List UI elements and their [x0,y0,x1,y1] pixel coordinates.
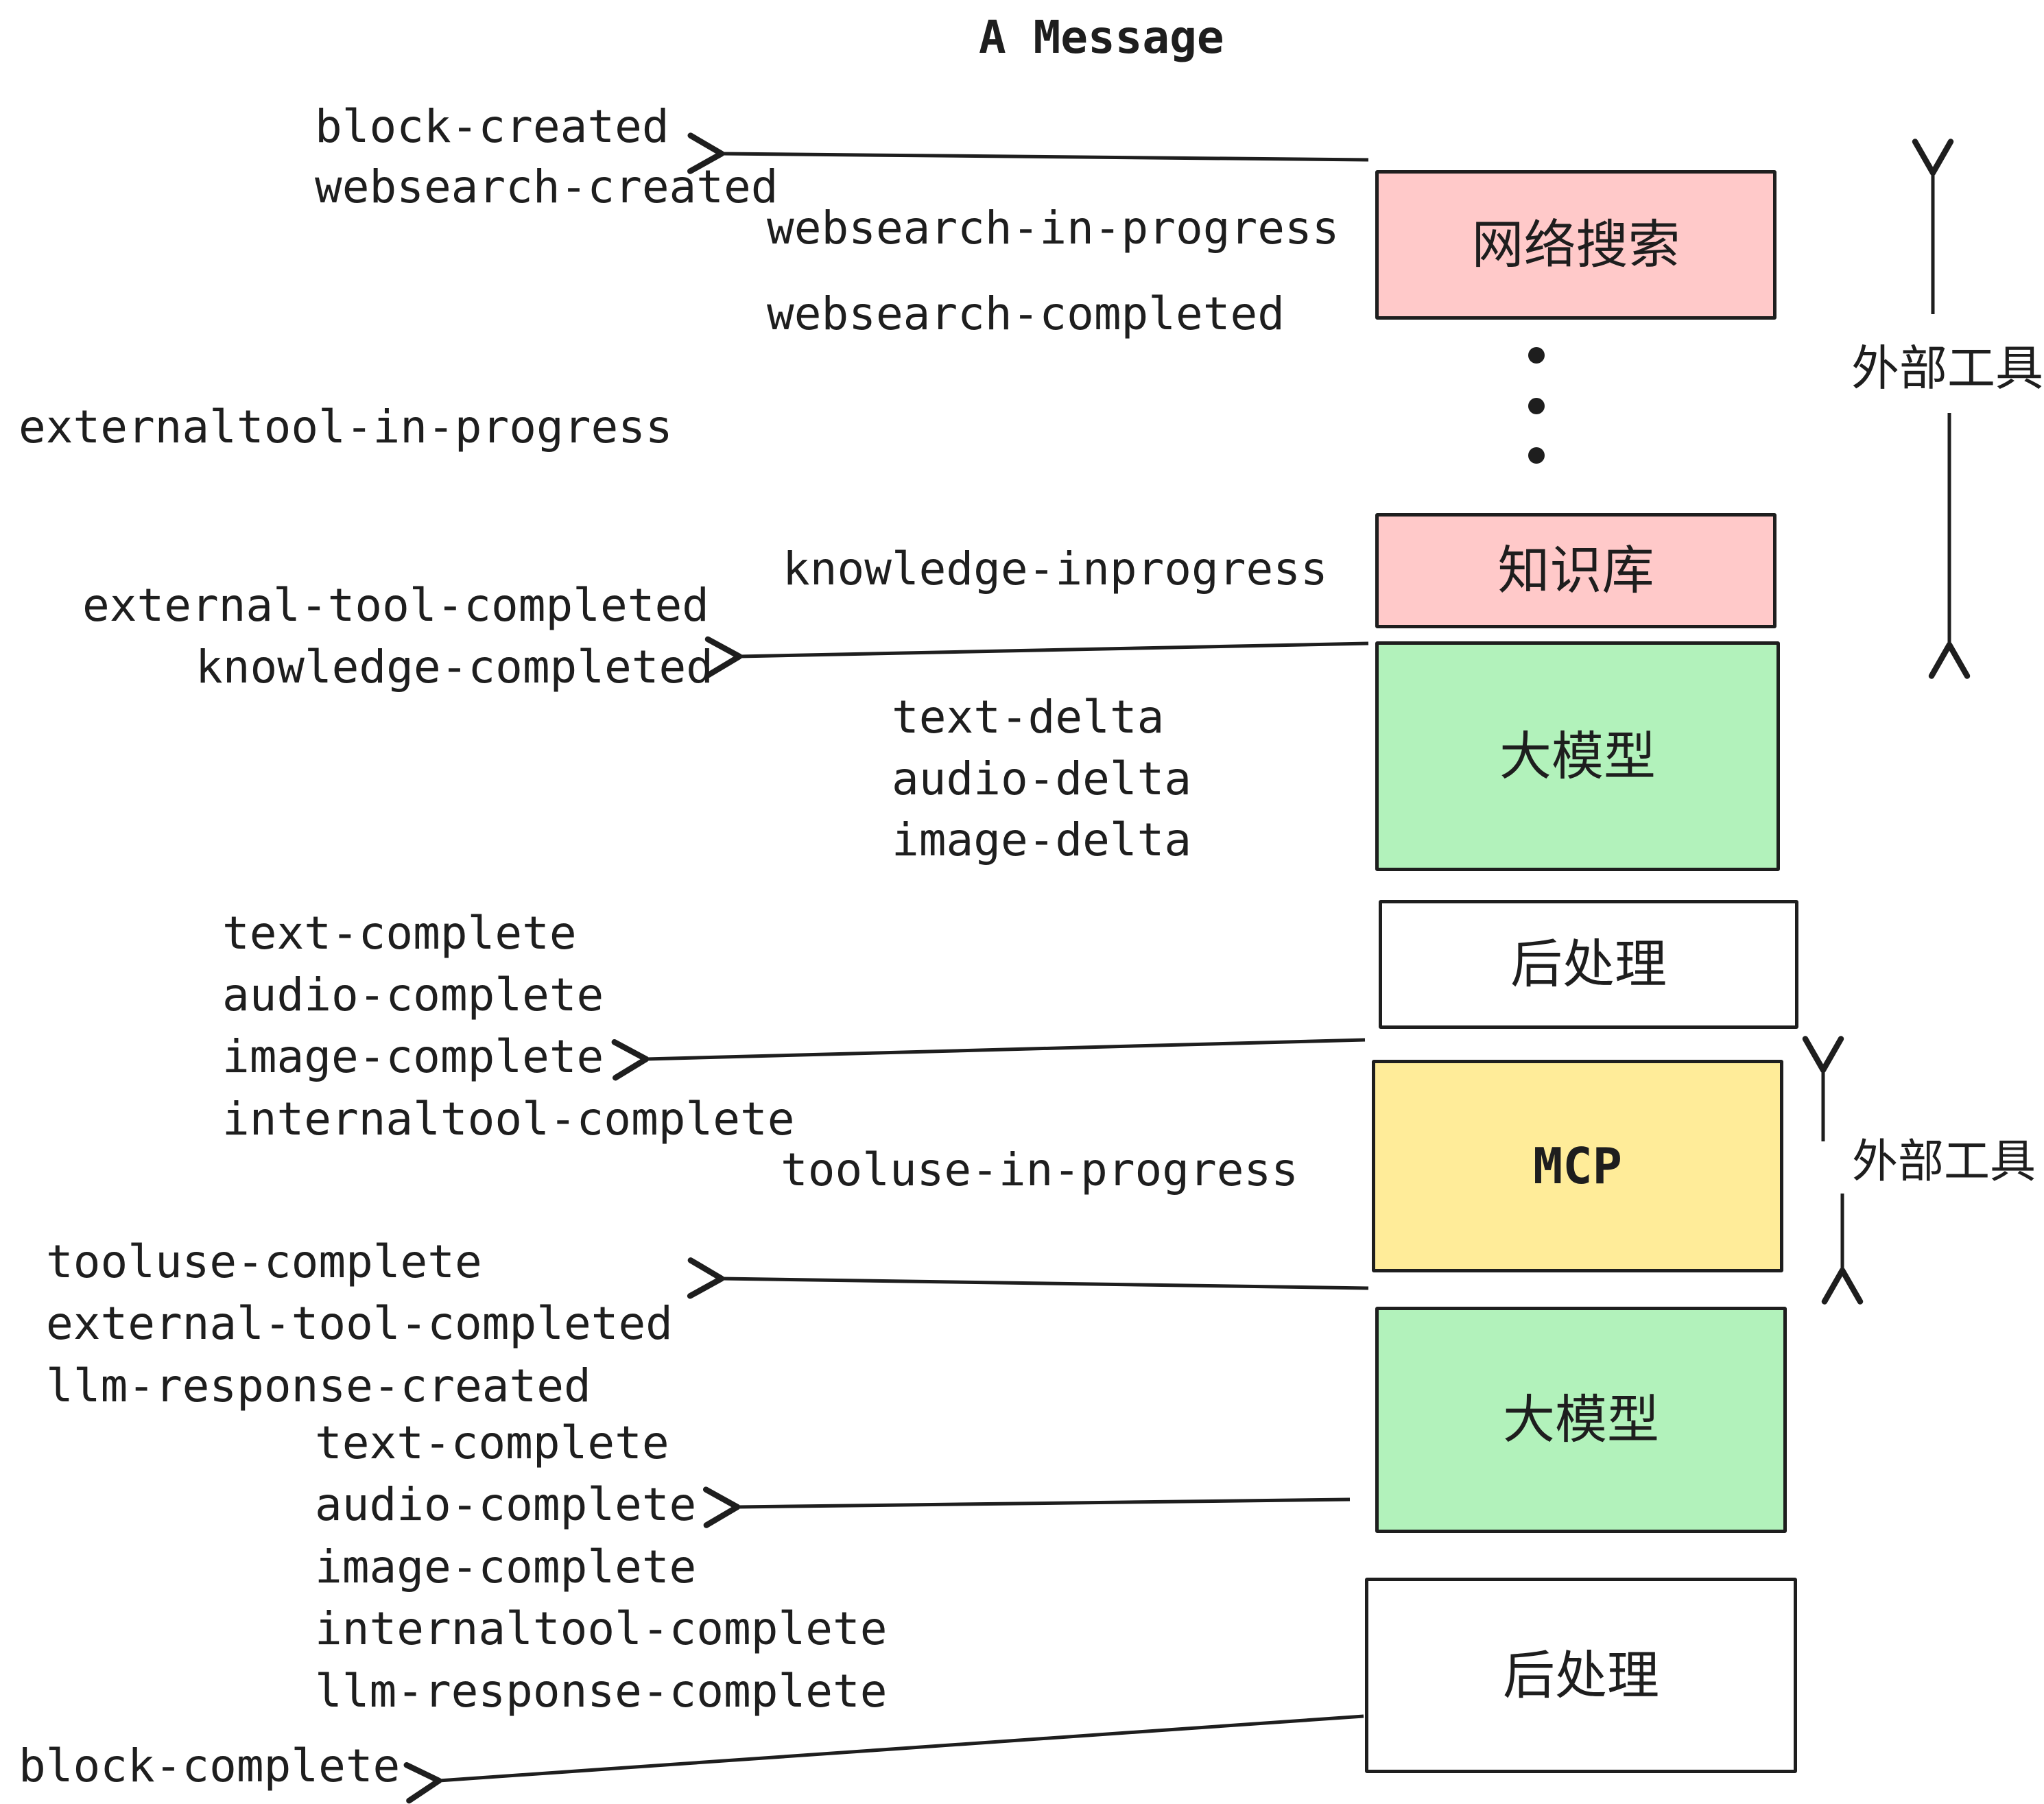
event-block-created: block-created [315,100,669,153]
arrow-image-complete [611,1038,1366,1081]
event-tooluse-complete: tooluse-complete [46,1235,482,1288]
box-llm-1: 大模型 [1375,641,1780,871]
arrow-knowledge-completed [704,636,1369,678]
event-text-complete-2: text-complete [315,1416,669,1469]
event-internaltool-complete: internaltool-complete [222,1093,795,1146]
event-text-complete: text-complete [222,907,577,960]
ellipsis-dot [1528,447,1545,464]
arrow-websearch-created [687,132,1369,174]
event-externaltool-in-progress: externaltool-in-progress [19,401,673,453]
event-audio-complete: audio-complete [222,969,604,1021]
event-tooluse-in-progress: tooluse-in-progress [781,1143,1298,1196]
box-mcp: MCP [1372,1060,1783,1272]
event-text-delta: text-delta [892,691,1165,744]
box-websearch: 网络搜索 [1375,170,1776,320]
side-label-external-tools-1: 外部工具 [1851,340,2043,396]
event-image-complete-2: image-complete [315,1541,697,1593]
arrow-tooluse-complete [687,1257,1369,1299]
event-llm-response-created: llm-response-created [46,1360,591,1412]
event-websearch-in-progress: websearch-in-progress [767,202,1340,254]
event-audio-complete-2: audio-complete [315,1478,697,1531]
box-postprocess-2: 后处理 [1365,1578,1797,1773]
diagram-title: A Message [979,11,1224,64]
event-knowledge-completed: knowledge-completed [195,641,713,693]
event-llm-response-complete: llm-response-complete [315,1665,888,1718]
box-llm-2-label: 大模型 [1503,1389,1659,1450]
event-block-complete: block-complete [19,1740,401,1792]
event-image-complete: image-complete [222,1030,604,1083]
arrow-block-complete [403,1714,1364,1804]
event-websearch-completed: websearch-completed [767,287,1285,340]
event-external-tool-completed: external-tool-completed [82,579,709,632]
box-knowledge-label: 知识库 [1497,540,1654,601]
box-postprocess-1-label: 后处理 [1510,934,1667,995]
box-knowledge: 知识库 [1375,513,1776,628]
event-websearch-created: websearch-created [315,161,779,213]
ellipsis-dot [1528,398,1545,414]
box-llm-1-label: 大模型 [1499,725,1656,787]
side-label-external-tools-2: 外部工具 [1852,1135,2036,1188]
arrow-audio-complete [702,1486,1351,1528]
box-postprocess-1: 后处理 [1379,900,1798,1029]
box-postprocess-2-label: 后处理 [1503,1644,1659,1706]
box-mcp-label: MCP [1532,1137,1623,1195]
event-image-delta: image-delta [892,814,1192,866]
box-websearch-label: 网络搜索 [1471,214,1680,275]
event-internaltool-complete-2: internaltool-complete [315,1602,888,1655]
ellipsis-dot [1528,347,1545,364]
event-knowledge-inprogress: knowledge-inprogress [783,543,1328,595]
event-audio-delta: audio-delta [892,752,1192,805]
event-external-tool-completed-2: external-tool-completed [46,1297,673,1350]
box-llm-2: 大模型 [1375,1307,1787,1533]
